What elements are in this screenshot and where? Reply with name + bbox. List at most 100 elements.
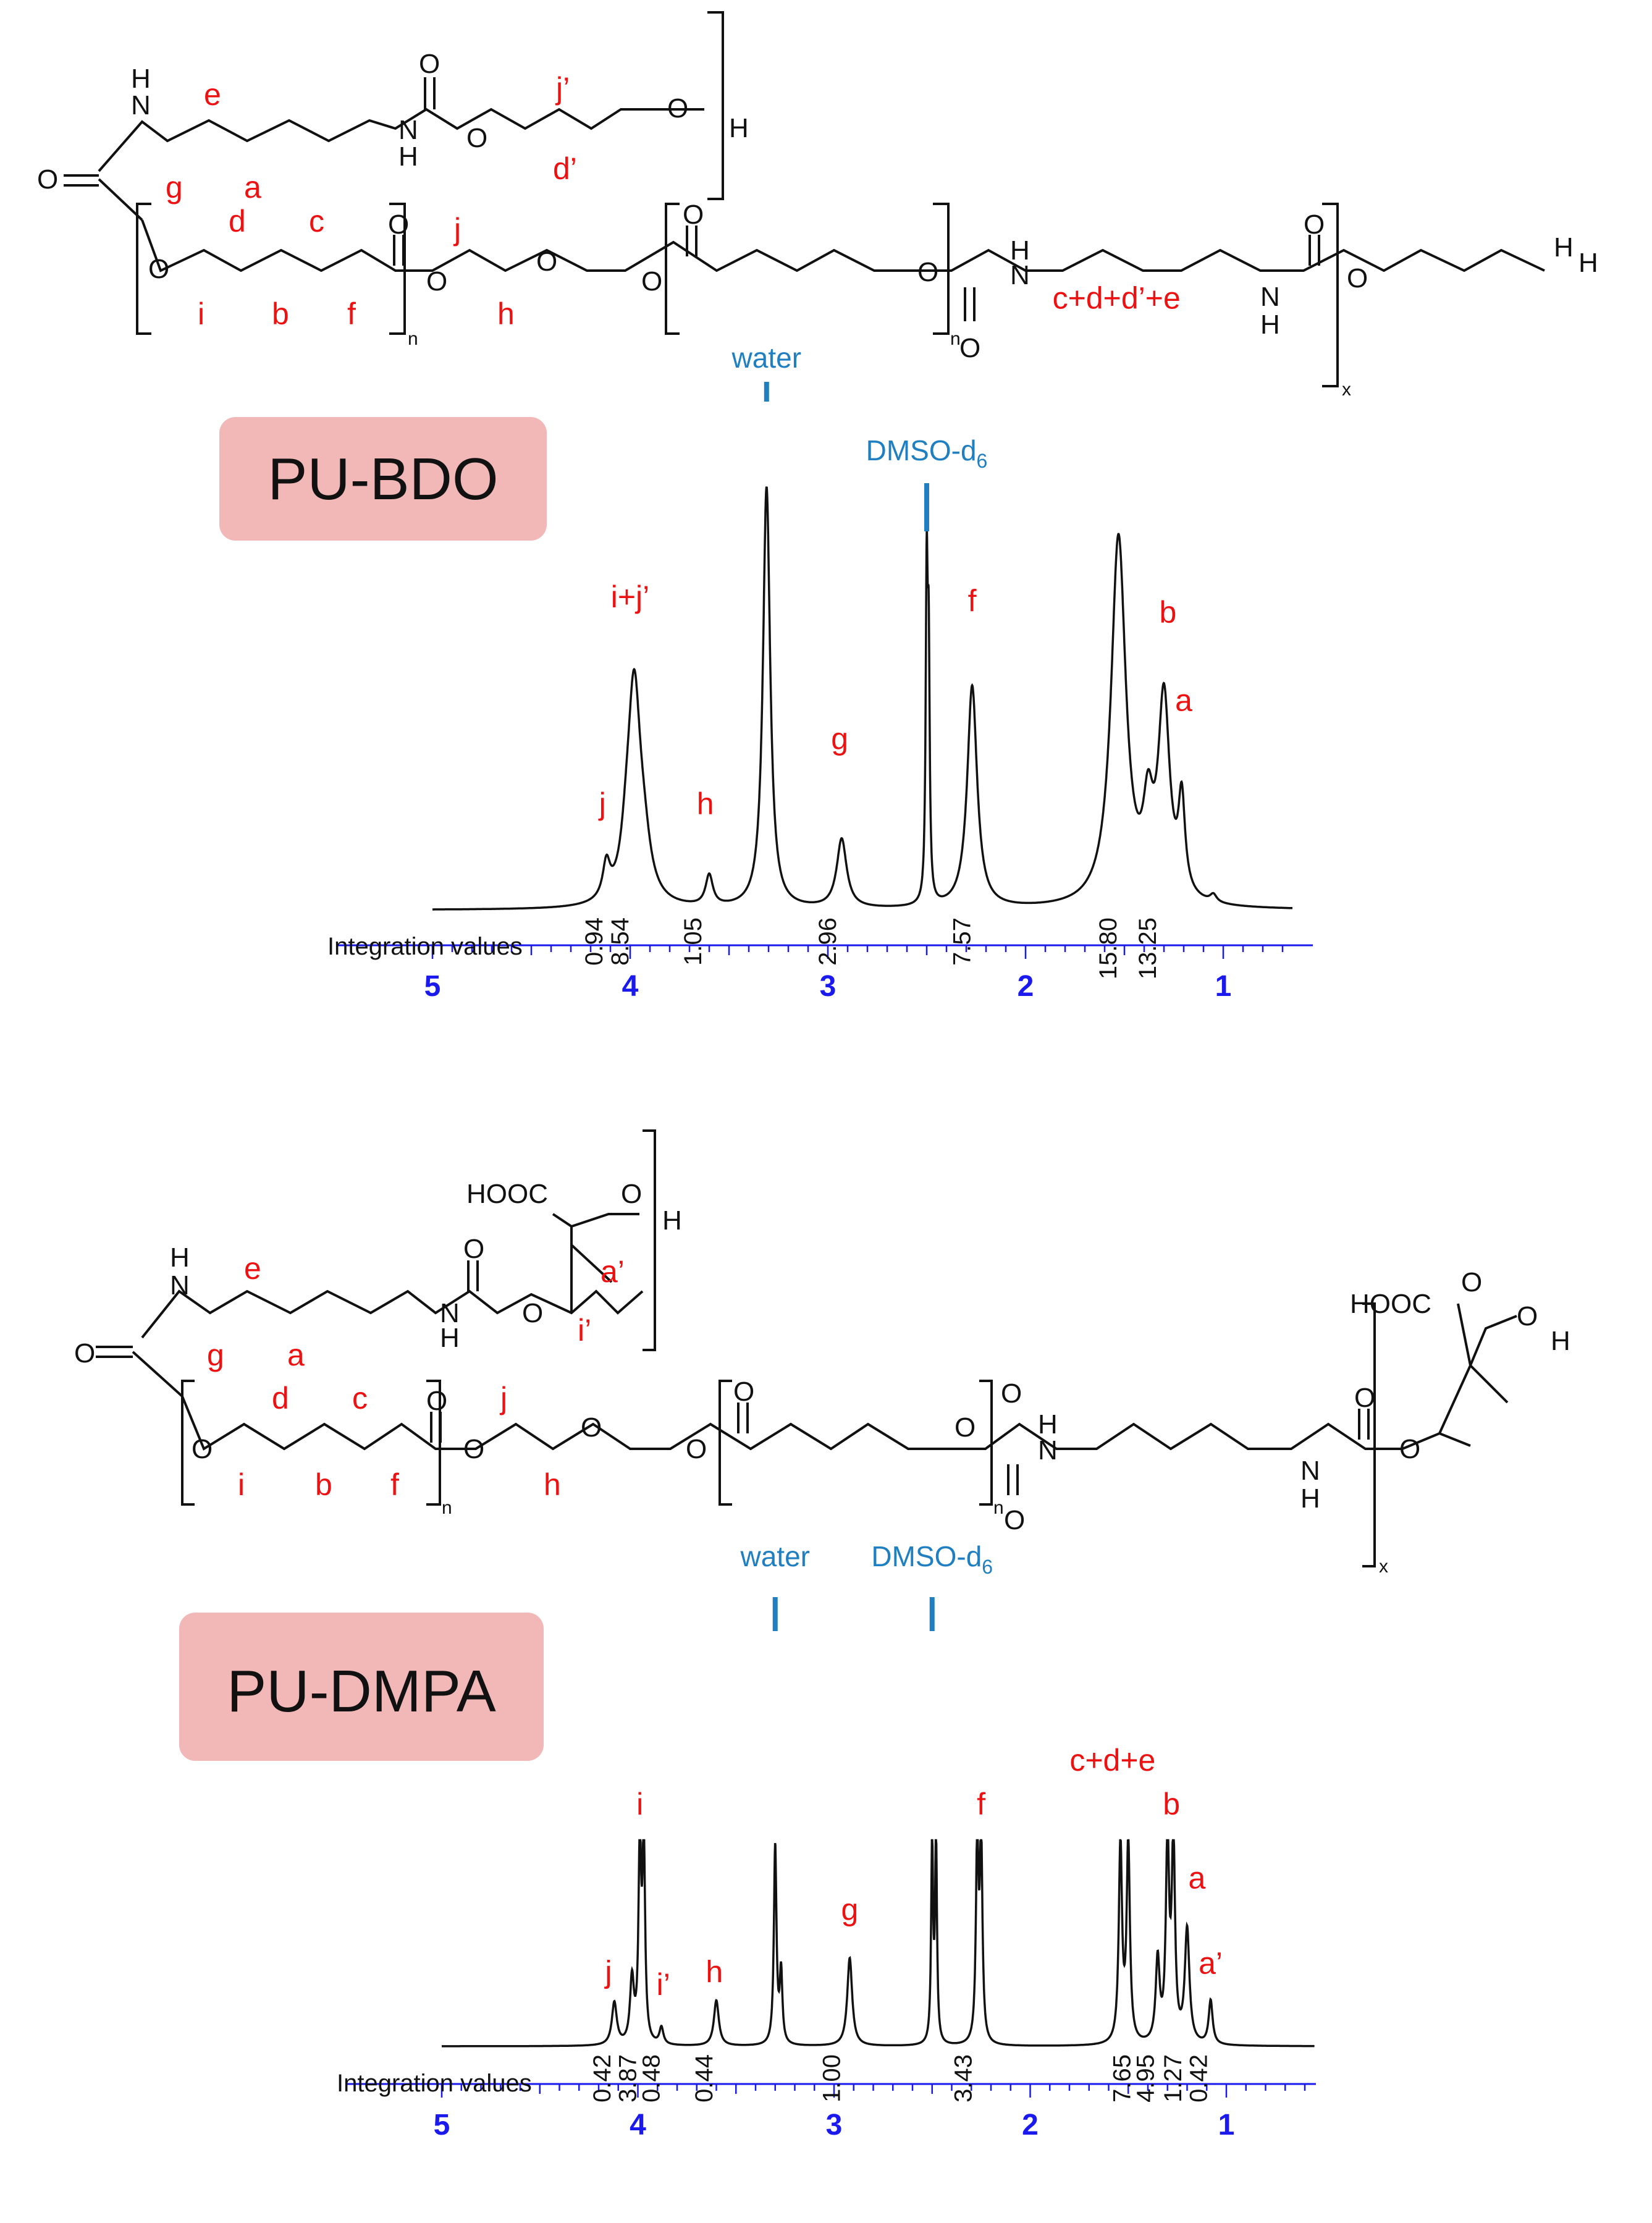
solvent-label: DMSO-d6 [871,1540,993,1578]
peak-label: h [697,787,714,821]
x-tick-label: 2 [1018,970,1034,1003]
label-c: c [352,1381,368,1415]
label-j: j [499,1381,507,1415]
peak-label: j [604,1955,612,1989]
atom-o-17: O [1461,1267,1482,1297]
atom-hooc-1: HOOC [466,1179,548,1209]
integration-value: 4.95 [1132,2054,1160,2103]
atom-h-3: H [1578,248,1598,278]
label-e: e [244,1251,261,1286]
solvent-label: water [740,1540,810,1572]
atom-n-4: N [1300,1456,1320,1486]
atom-o-3: O [522,1298,543,1328]
sample-box-pu-bdo-bg [219,417,547,541]
atom-o-1: O [37,164,58,195]
label-a: a [244,170,261,205]
spectrum-trace [442,1839,1315,2048]
atom-o-4: O [74,1338,95,1369]
atom-o-5: O [192,1434,213,1464]
atom-h-4: H [1038,1409,1058,1440]
subscript-n-1: n [442,1498,452,1518]
atom-o-5: O [148,254,169,284]
label-f: f [390,1467,399,1502]
x-tick-label: 1 [1218,2109,1235,2141]
subscript-n-1: n [408,329,418,349]
label-d-prime: d’ [553,151,577,186]
peak-label: g [831,722,848,756]
peak-label: i’ [657,1967,670,2002]
label-d: d [272,1381,289,1415]
atom-o-4: O [667,93,688,124]
x-tick-label: 2 [1022,2109,1039,2141]
label-c: c [309,204,324,238]
atom-o-10: O [683,200,704,230]
structure-pu-bdo-atoms: N H O O O O O O O O O O O O O O H H H N … [37,49,1598,363]
peak-label: c+d+e [1069,1743,1155,1778]
label-a-prime: a’ [601,1254,625,1289]
peak-label: i+j’ [611,580,650,614]
atom-o-8: O [536,247,557,277]
x-tick-label: 1 [1215,970,1232,1003]
peak-label: j [598,787,606,821]
label-i: i [198,297,204,331]
integration-value: 0.44 [691,2054,718,2103]
atom-o-2: O [419,49,440,79]
atom-o-16: O [1517,1301,1538,1331]
x-tick-label: 4 [622,970,639,1003]
label-h: h [544,1467,561,1502]
atom-n-2: N [440,1298,460,1328]
integration-title: Integration values [327,933,523,960]
atom-o-12: O [959,333,980,363]
atom-o-8: O [581,1412,602,1443]
atom-o-13: O [1354,1383,1375,1413]
peak-label: a [1188,1861,1205,1896]
sample-label-pu-dmpa: PU-DMPA [227,1658,496,1724]
integration-value: 8.54 [607,917,634,966]
integration-value: 0.94 [581,917,608,966]
peak-label: c+d+d’+e [1053,281,1181,316]
integration-value: 0.48 [638,2054,665,2103]
x-tick-label: 3 [820,970,837,1003]
atom-o-3: O [466,123,487,153]
label-b: b [315,1467,332,1502]
integration-value: 7.65 [1108,2054,1136,2103]
atom-hooc-2: HOOC [1350,1289,1431,1319]
atom-h-2: H [729,113,749,143]
structure-pu-dmpa-labels: e a’ g a i’ d c j i b f h [207,1251,625,1502]
integration-value: 15.80 [1095,917,1122,979]
structure-pu-dmpa [96,1129,1517,1567]
atom-o-10: O [733,1377,754,1407]
atom-o-14: O [1399,1434,1420,1464]
x-tick-label: 4 [630,2109,646,2141]
integration-value: 13.25 [1134,917,1161,979]
label-b: b [272,297,289,331]
integration-value: 2.96 [814,917,841,966]
label-e: e [204,77,221,112]
solvent-label-subscript: 6 [982,1556,993,1578]
atom-n-3: N [1038,1435,1058,1466]
atom-n-3: N [1010,260,1030,290]
integration-value: 1.00 [819,2054,846,2103]
label-g: g [166,170,183,205]
atom-o-2: O [463,1234,484,1264]
atom-n-4: N [1260,282,1280,312]
label-f: f [347,297,356,331]
x-tick-label: 5 [434,2109,450,2141]
atom-h-3: H [440,1323,460,1353]
solvent-label: water [731,342,801,374]
sample-box-pu-dmpa: PU-DMPA [179,1613,544,1761]
atom-h-5: H [1300,1483,1320,1514]
integration-value: 1.05 [680,917,707,966]
x-tick-label: 5 [424,970,441,1003]
label-i: i [238,1467,245,1502]
atom-n-2: N [398,115,418,145]
atom-o-7: O [426,266,447,297]
peak-label: h [706,1955,723,1989]
label-d: d [229,204,246,238]
atom-o-6: O [426,1386,447,1416]
integration-title: Integration values [337,2070,532,2097]
atom-o-13: O [1304,209,1325,240]
atom-h-4: H [398,141,418,172]
